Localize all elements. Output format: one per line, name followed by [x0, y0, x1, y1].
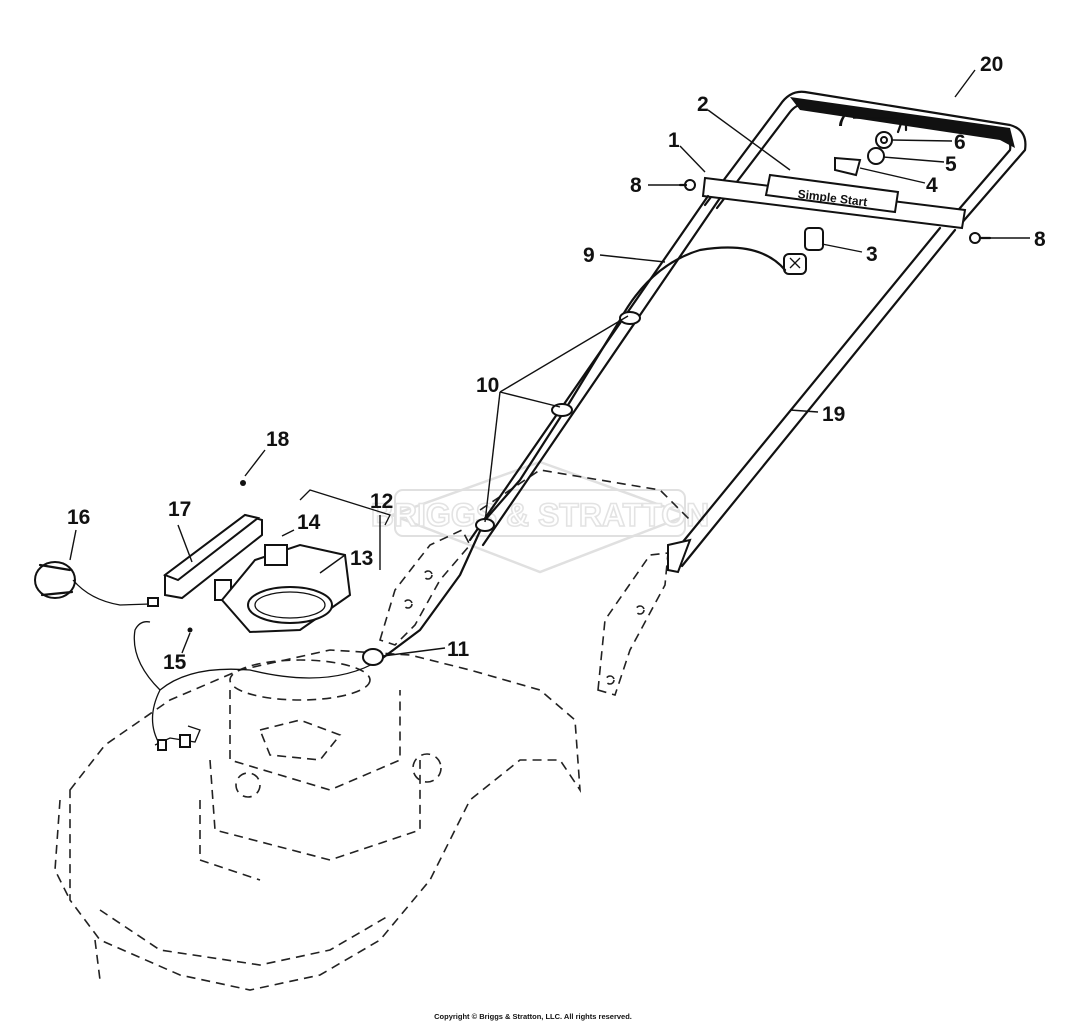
callout-5: 5 — [945, 153, 957, 176]
cable-clips — [475, 311, 641, 532]
right-handle-bracket — [597, 552, 669, 696]
callout-16: 16 — [67, 506, 90, 529]
crossbar: Simple Start — [701, 173, 967, 230]
callout-14: 14 — [297, 511, 321, 534]
bolt-right — [969, 232, 992, 244]
callout-labels: 1 2 3 4 5 6 7 8 8 9 10 11 12 13 14 15 16… — [67, 53, 1046, 674]
callout-8-left: 8 — [630, 174, 642, 197]
mower-deck-outline — [54, 649, 582, 991]
callout-12: 12 — [370, 490, 393, 513]
left-handle-bracket — [379, 528, 471, 646]
callout-7: 7 — [836, 108, 848, 131]
callout-13: 13 — [350, 547, 373, 570]
hardware-small-parts — [834, 116, 908, 177]
callout-11: 11 — [447, 638, 470, 661]
lower-handle — [468, 194, 957, 574]
charger-housing — [220, 489, 391, 634]
callout-15: 15 — [163, 651, 187, 674]
callout-17: 17 — [168, 498, 191, 521]
starter-motor — [34, 561, 159, 607]
screw — [240, 480, 246, 486]
callout-20: 20 — [980, 53, 1003, 76]
callout-6: 6 — [954, 131, 966, 154]
watermark-text: BRIGGS & STRATTON — [371, 497, 709, 533]
cable-clip-11 — [362, 648, 384, 666]
callout-9: 9 — [583, 244, 595, 267]
bolt-left — [678, 179, 696, 191]
callout-10: 10 — [476, 374, 499, 397]
watermark: BRIGGS & STRATTON — [370, 460, 710, 574]
callout-8-right: 8 — [1034, 228, 1046, 251]
callout-18: 18 — [266, 428, 290, 451]
callout-1: 1 — [668, 129, 680, 152]
callout-2: 2 — [697, 93, 709, 116]
battery-pack — [162, 513, 263, 601]
wire-harness — [133, 246, 787, 746]
callout-4: 4 — [926, 174, 938, 197]
terminal-connectors — [154, 627, 201, 751]
leader-lines — [69, 69, 1030, 657]
copyright-notice: Copyright © Briggs & Stratton, LLC. All … — [434, 1012, 632, 1021]
callout-3: 3 — [866, 243, 878, 266]
callout-19: 19 — [822, 403, 845, 426]
control-switch — [783, 227, 824, 275]
